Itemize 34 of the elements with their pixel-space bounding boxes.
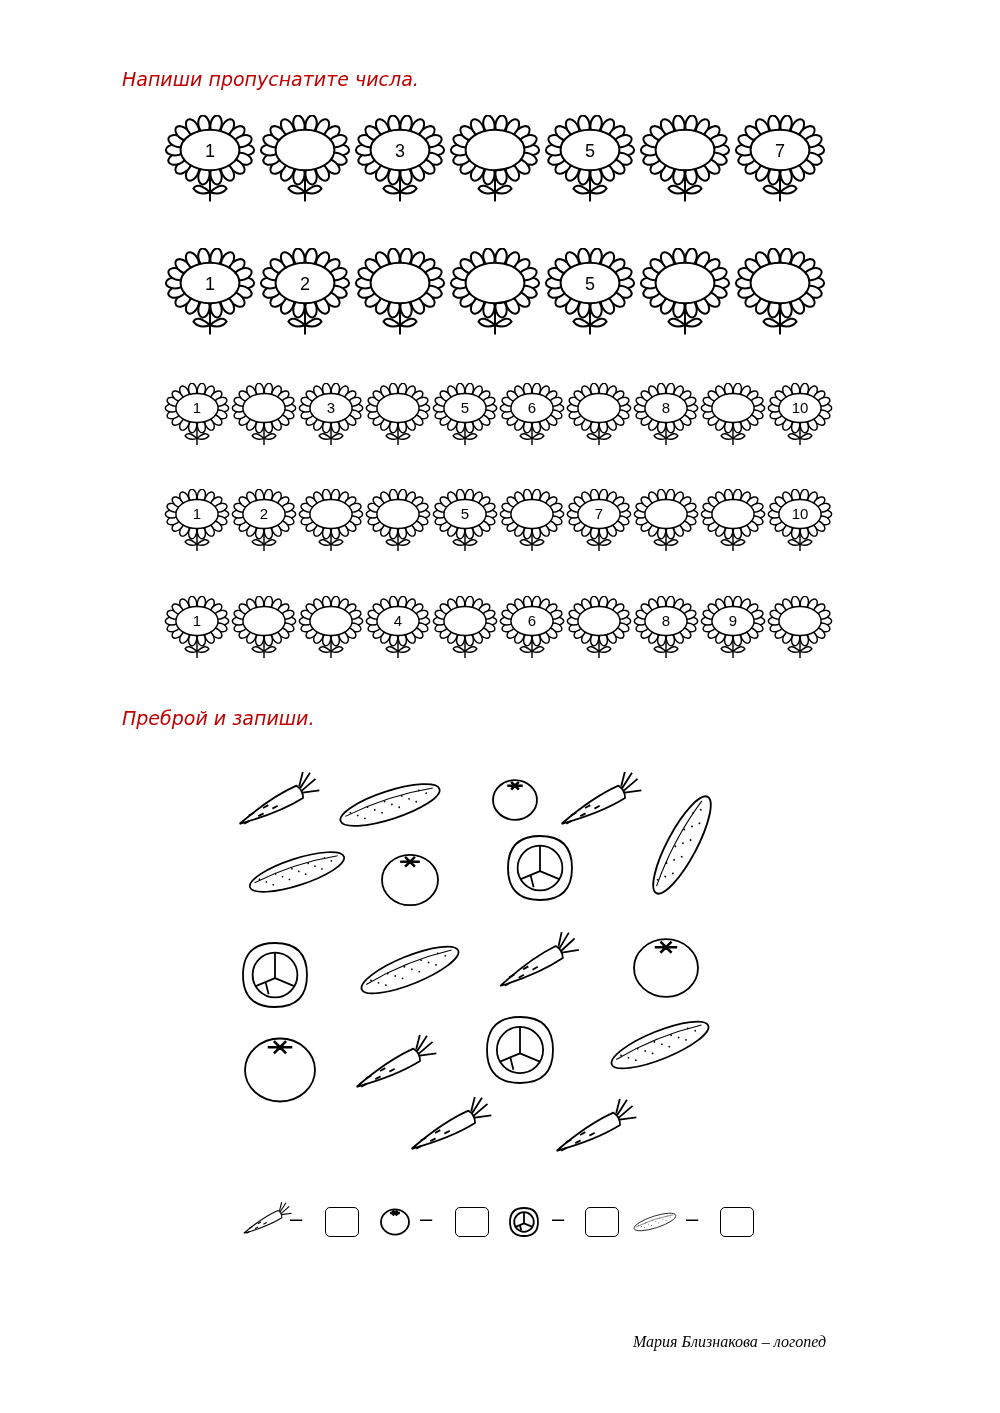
author-signature: Мария Близнакова – логопед <box>633 1333 827 1351</box>
flower-number: 5 <box>584 142 596 160</box>
flower-number: 1 <box>191 506 203 521</box>
instruction-text: Преброй и запиши. <box>122 707 315 729</box>
flower-number: 7 <box>593 506 605 521</box>
flower-number: 6 <box>526 613 538 628</box>
dash-sign: – <box>290 1206 303 1232</box>
answer-box <box>325 1207 359 1237</box>
flower-number: 1 <box>191 400 203 415</box>
flower-number: 2 <box>258 506 270 521</box>
flower-number: 2 <box>299 275 311 293</box>
flower-number: 1 <box>191 613 203 628</box>
flower-number: 8 <box>660 613 672 628</box>
dash-sign: – <box>552 1206 565 1232</box>
answer-box <box>720 1207 754 1237</box>
flower-number: 5 <box>459 400 471 415</box>
flower-number: 3 <box>325 400 337 415</box>
flower-number: 9 <box>727 613 739 628</box>
dash-sign: – <box>686 1206 699 1232</box>
flower-number: 6 <box>526 400 538 415</box>
answer-box <box>455 1207 489 1237</box>
flower-number: 10 <box>790 400 810 415</box>
flower-number: 10 <box>790 506 810 521</box>
flower-number: 8 <box>660 400 672 415</box>
flower-number: 4 <box>392 613 404 628</box>
flower-number: 1 <box>204 275 216 293</box>
flower-number: 3 <box>394 142 406 160</box>
answer-box <box>585 1207 619 1237</box>
flower-number: 1 <box>204 142 216 160</box>
flower-number: 7 <box>774 142 786 160</box>
dash-sign: – <box>420 1206 433 1232</box>
instruction-text: Напиши пропуснатите числа. <box>122 68 419 90</box>
flower-number: 5 <box>459 506 471 521</box>
flower-number: 5 <box>584 275 596 293</box>
